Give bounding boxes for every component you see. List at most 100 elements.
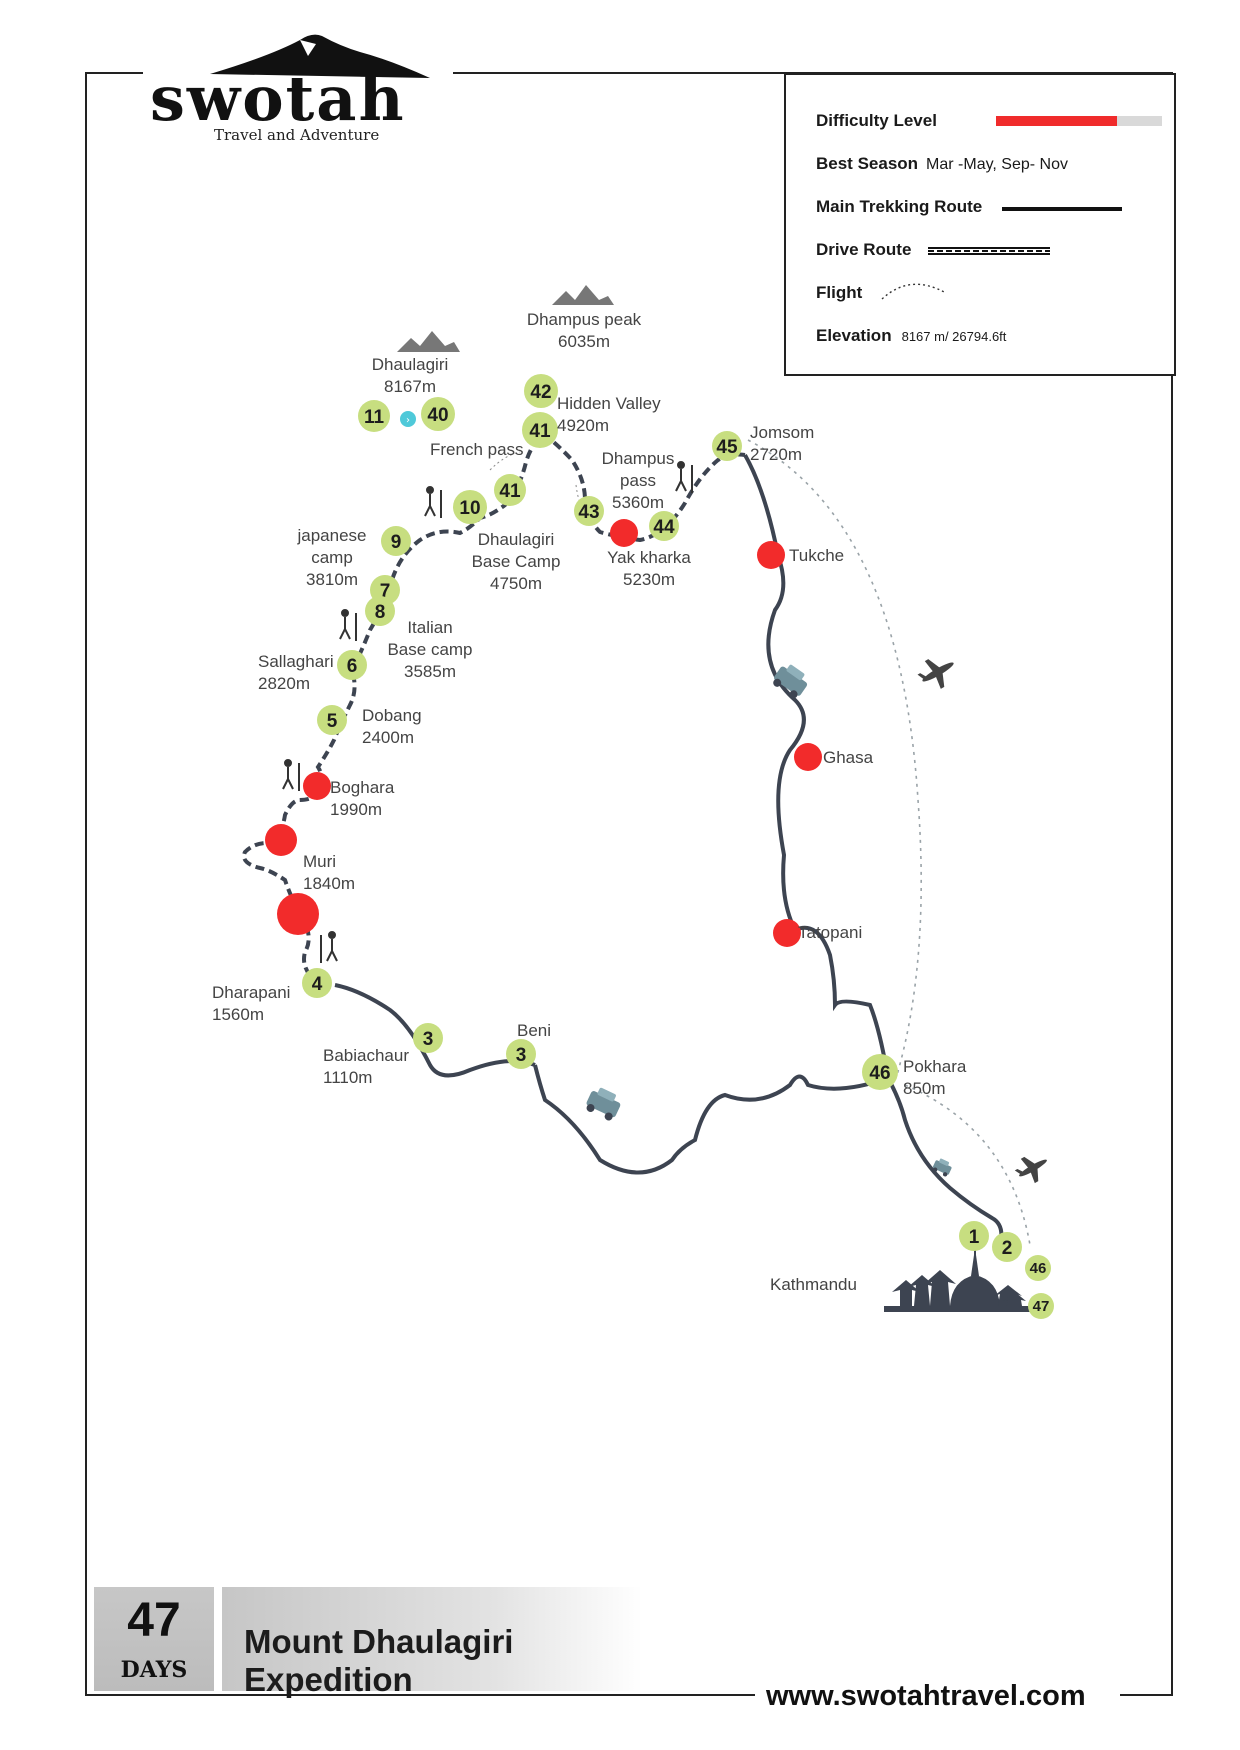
stop-marker-yak-kharka (610, 519, 638, 547)
day-marker-9 (381, 526, 411, 556)
place-label-yak-kharka: 5230m (623, 570, 675, 589)
hiker-icon-2 (675, 461, 693, 493)
place-label-italian-bc: 3585m (404, 662, 456, 681)
place-label-italian-bc: Italian (407, 618, 452, 637)
stop-marker-muri (277, 893, 319, 935)
place-label-dobang: 2400m (362, 728, 414, 747)
place-label-french-pass: French pass (430, 440, 524, 459)
legend-flight-label: Flight (816, 283, 863, 302)
legend-flight-line (881, 283, 947, 300)
day-marker-2 (992, 1232, 1022, 1262)
day-marker-label: 43 (578, 502, 599, 523)
legend-season-label: Best Season (816, 154, 919, 173)
place-label-babiachaur: 1110m (323, 1068, 372, 1087)
hiker-icon-5 (320, 931, 338, 963)
day-marker-label: 9 (391, 532, 402, 553)
stop-marker-tukche (757, 541, 785, 569)
place-label-dhampus-pass: 5360m (612, 493, 664, 512)
place-label-boghara: 1990m (330, 800, 382, 819)
place-label-dobang: Dobang (362, 706, 422, 725)
place-labels: KathmanduPokhara850mBeniBabiachaur1110mD… (212, 310, 967, 1294)
place-label-dharapani: 1560m (212, 1005, 264, 1024)
legend-difficulty: Difficulty Level (816, 111, 1162, 131)
kathmandu-skyline-icon (884, 1248, 1034, 1312)
day-marker-44 (649, 511, 679, 541)
place-label-japanese-camp: japanese (296, 526, 366, 545)
day-marker-label: 41 (529, 421, 551, 442)
day-marker-41b (522, 412, 558, 448)
place-label-sallaghari: Sallaghari (258, 652, 334, 671)
hiker-icon-4 (282, 759, 300, 791)
day-marker-label: 46 (1030, 1260, 1047, 1277)
place-label-dharapani: Dharapani (212, 983, 290, 1002)
legend-trek-line (1002, 207, 1122, 211)
place-label-hidden-valley: Hidden Valley (557, 394, 661, 413)
bridge-marker-icon (400, 411, 416, 427)
day-marker-40 (421, 397, 455, 431)
flight-path-kathmandu-pokhara (904, 1084, 1031, 1246)
place-label-muri: 1840m (303, 874, 355, 893)
place-label-dhaulagiri: 8167m (384, 377, 436, 396)
place-label-beni: Beni (517, 1021, 551, 1040)
place-label-boghara: Boghara (330, 778, 395, 797)
trip-title-banner: Mount Dhaulagiri Expedition (222, 1587, 642, 1698)
day-marker-4 (302, 968, 332, 998)
legend-drive-line (928, 247, 1050, 255)
legend-flight: Flight (816, 283, 947, 303)
airplane-icon-2 (1014, 1156, 1047, 1184)
place-label-ghasa: Ghasa (823, 748, 874, 767)
day-marker-label: 47 (1033, 1298, 1050, 1315)
website-backdrop (755, 1680, 1120, 1710)
stop-marker-muri-upper (265, 824, 297, 856)
day-marker-label: 45 (716, 437, 738, 458)
svg-text:›: › (406, 415, 410, 426)
place-label-muri: Muri (303, 852, 336, 871)
day-marker-label: 3 (423, 1029, 434, 1050)
legend-difficulty-label: Difficulty Level (816, 111, 937, 130)
legend-drive-route: Drive Route (816, 240, 1050, 260)
place-label-dhaulagiri-bc: Base Camp (472, 552, 561, 571)
place-label-dhaulagiri-bc: 4750m (490, 574, 542, 593)
day-marker-label: 2 (1002, 1238, 1013, 1259)
place-label-dhaulagiri: Dhaulagiri (372, 355, 449, 374)
difficulty-bar-track (996, 116, 1162, 126)
day-marker-label: 44 (653, 517, 675, 538)
day-marker-label: 11 (364, 407, 385, 428)
day-marker-label: 42 (530, 382, 551, 403)
map-frame (85, 72, 1173, 1696)
legend-trek-route: Main Trekking Route (816, 197, 1122, 217)
day-marker-label: 8 (375, 602, 386, 623)
day-marker-label: 7 (380, 581, 391, 602)
legend-elevation-value: 8167 m/ 26794.6ft (901, 329, 1007, 344)
day-marker-label: 41 (499, 481, 521, 502)
legend-elevation: Elevation 8167 m/ 26794.6ft (816, 326, 1006, 346)
place-label-jomsom: Jomsom (750, 423, 814, 442)
hiker-icon-3 (339, 609, 357, 641)
day-marker-45 (712, 431, 742, 461)
place-label-dhampus-pass: Dhampus (602, 449, 675, 468)
day-marker-42 (524, 374, 558, 408)
mountain-icon-dhampus-peak (552, 285, 614, 305)
hiker-icon-1 (424, 486, 442, 518)
website-link[interactable]: www.swotahtravel.com (766, 1680, 1086, 1712)
legend-elevation-label: Elevation (816, 326, 892, 345)
place-label-tukche: Tukche (789, 546, 844, 565)
place-label-babiachaur: Babiachaur (323, 1046, 409, 1065)
legend-drive-label: Drive Route (816, 240, 912, 259)
place-label-hidden-valley: 4920m (557, 416, 609, 435)
days-number: 47 (127, 1594, 181, 1647)
trip-title: Mount Dhaulagiri Expedition (244, 1623, 514, 1698)
stop-marker-boghara (303, 772, 331, 800)
drive-route-pokhara-beni (533, 1064, 889, 1175)
day-marker-46b (862, 1054, 898, 1090)
place-label-japanese-camp: camp (311, 548, 353, 567)
drive-route-pokhara-jomsom (743, 454, 890, 1079)
drive-route-beni-babiachaur (334, 983, 536, 1078)
day-marker-8 (365, 596, 395, 626)
jeep-icon-beni-road (586, 1087, 621, 1121)
day-marker-label: 3 (516, 1045, 527, 1066)
day-marker-41a (494, 474, 526, 506)
